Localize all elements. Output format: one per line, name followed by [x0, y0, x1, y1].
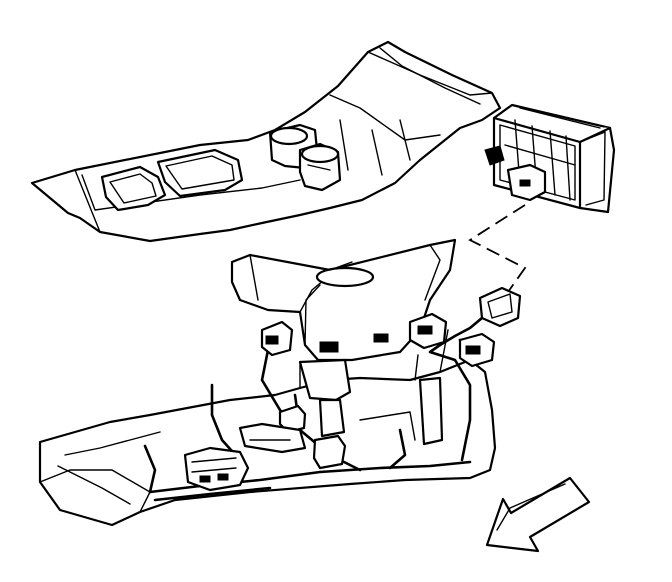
- console-trim-plate: [30, 40, 502, 243]
- switch-assembly: [183, 422, 307, 492]
- module-connector: [438, 204, 527, 347]
- harness-connectors: [260, 312, 496, 470]
- console-housing: [230, 238, 457, 362]
- forward-arrow-icon: [485, 476, 591, 553]
- cup-holder: [268, 123, 342, 192]
- console-lid: [249, 244, 441, 301]
- console-module: [484, 103, 616, 214]
